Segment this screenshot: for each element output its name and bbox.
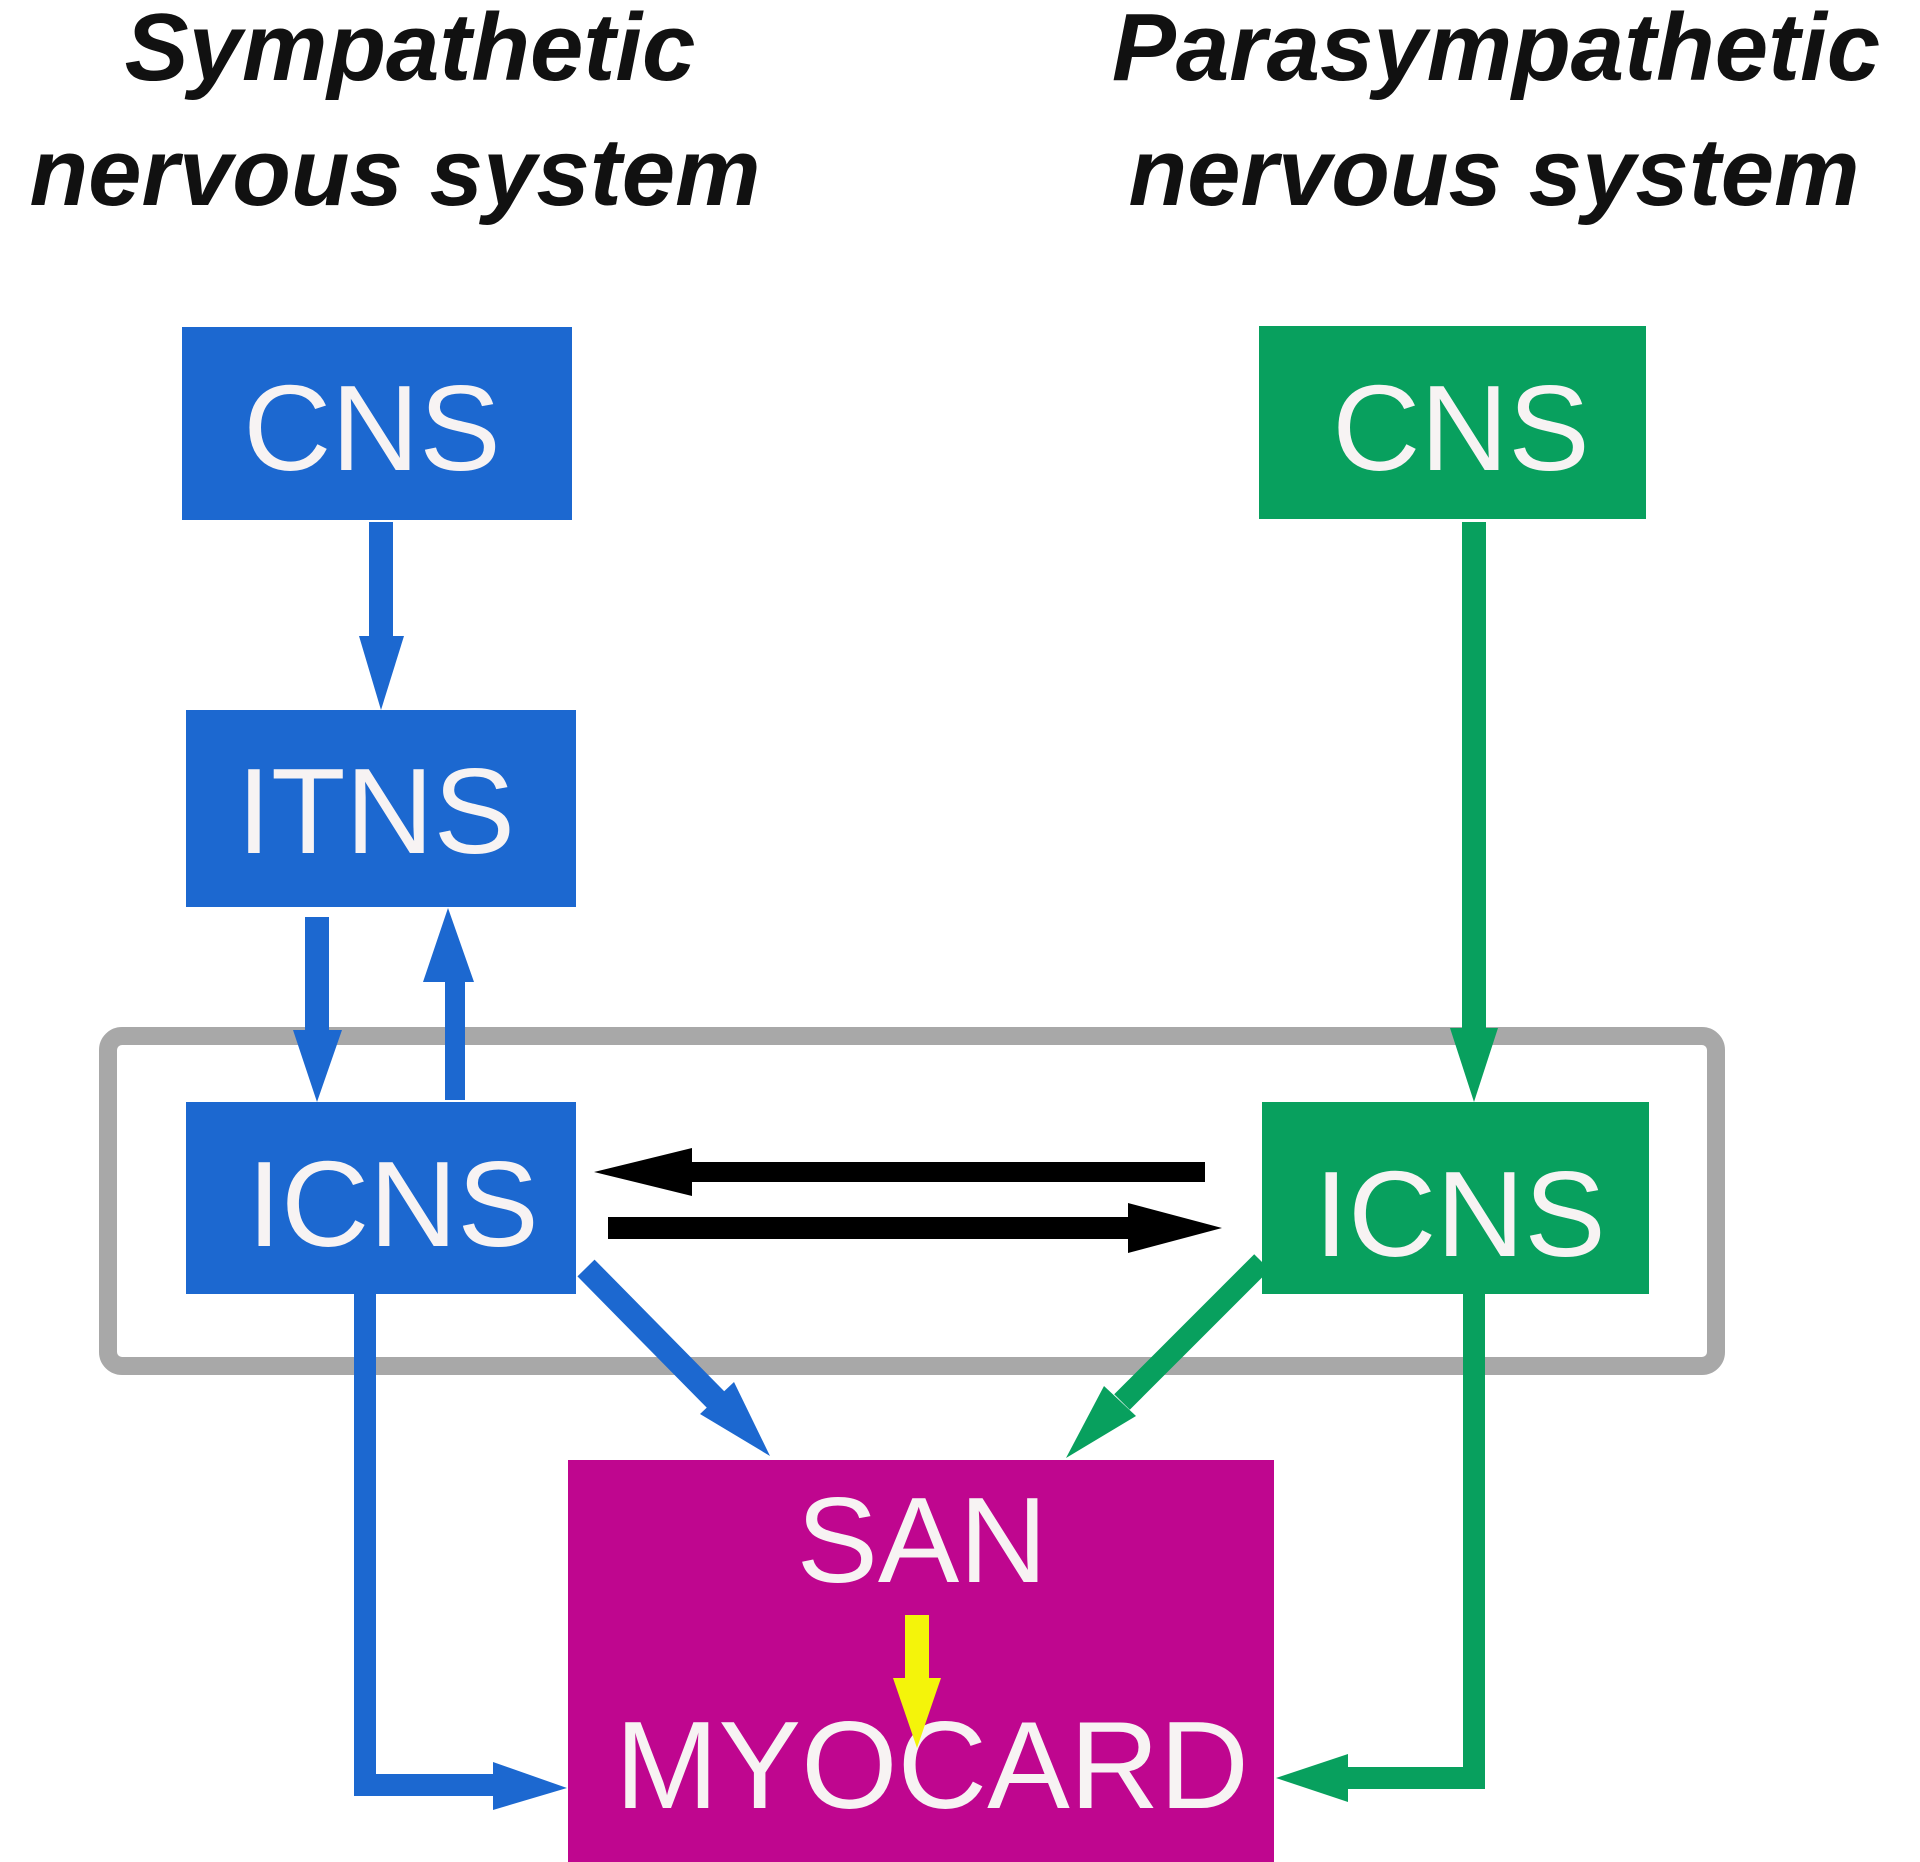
myocard-label: MYOCARD (615, 1697, 1249, 1835)
para-icns-to-myocard-arrow (1276, 1294, 1485, 1802)
sympathetic-heading-line2: nervous system (29, 119, 760, 226)
sym-itns-box (186, 710, 576, 907)
itns-to-icns-arrow (293, 917, 342, 1102)
sym-icns-to-myocard-arrow (354, 1294, 567, 1810)
sym-to-para-icns-arrow (608, 1203, 1222, 1253)
para-icns-label: ICNS (1314, 1146, 1605, 1282)
para-to-sym-icns-arrow (594, 1148, 1205, 1196)
para-cns-box (1259, 326, 1646, 519)
sym-itns-label: ITNS (237, 743, 515, 879)
intracardiac-frame (99, 1027, 1725, 1375)
sympathetic-heading-line1: Sympathetic (125, 0, 696, 101)
para-icns-to-san-arrow (1066, 1254, 1270, 1458)
sym-icns-to-san-arrow (577, 1259, 770, 1456)
san-to-myocard-arrow (893, 1615, 941, 1748)
sym-icns-box (186, 1102, 576, 1294)
san-label: SAN (797, 1472, 1048, 1608)
parasympathetic-heading-line1: Parasympathetic (1112, 0, 1880, 101)
sym-cns-label: CNS (243, 360, 501, 496)
parasympathetic-heading-line2: nervous system (1128, 119, 1859, 226)
sym-cns-to-itns-arrow (359, 522, 404, 710)
sym-icns-label: ICNS (247, 1136, 538, 1272)
icns-to-itns-arrow (423, 908, 474, 1100)
sym-cns-box (182, 327, 572, 520)
para-cns-to-icns-arrow (1450, 522, 1498, 1102)
para-icns-box (1262, 1102, 1649, 1294)
para-cns-label: CNS (1332, 360, 1590, 496)
